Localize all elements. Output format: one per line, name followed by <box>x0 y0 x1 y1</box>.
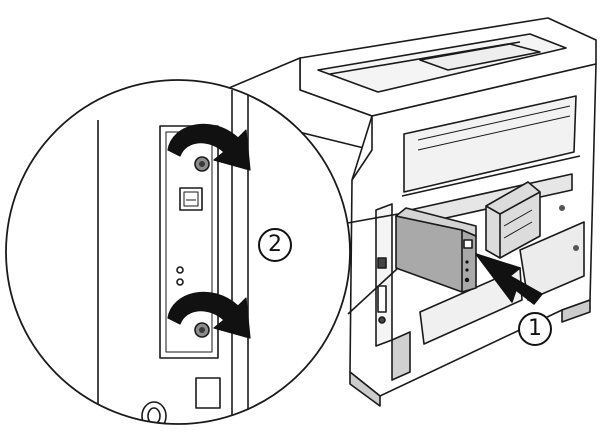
interface-card <box>395 207 477 293</box>
insert-arrow <box>475 253 543 305</box>
step-1-label: 1 <box>518 312 552 346</box>
card-faceplate <box>159 125 219 359</box>
screw-tighten-arrow-top <box>167 123 251 171</box>
callout-connector <box>341 213 399 315</box>
magnifier-callout <box>5 79 351 425</box>
step-2-label: 2 <box>258 228 292 262</box>
screw-tighten-arrow-bottom <box>167 291 251 339</box>
